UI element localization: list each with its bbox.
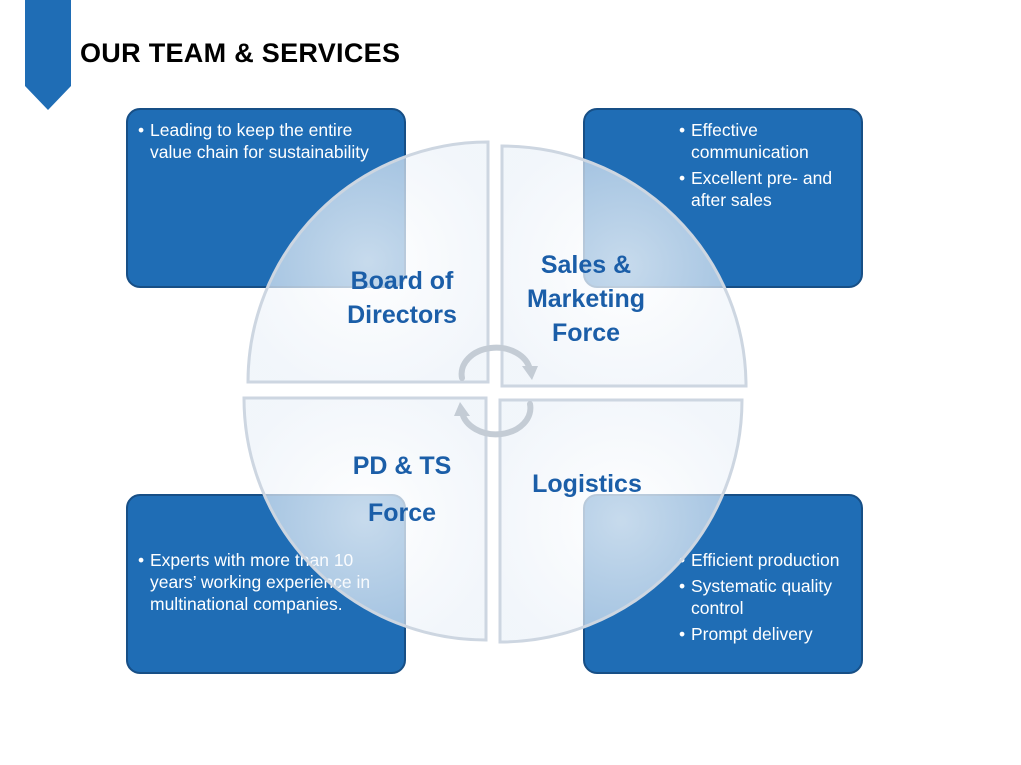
quadrant-logistics (498, 398, 744, 644)
sales-bullet-list: Effective communication Excellent pre- a… (679, 119, 859, 215)
label-line: Logistics (532, 470, 642, 498)
quadrant-label-logistics: Logistics (507, 467, 667, 501)
board-info-box: Leading to keep the entire value chain f… (126, 108, 406, 288)
bullet-item: Excellent pre- and after sales (679, 167, 859, 211)
pd-bullet-list: Experts with more than 10 years’ working… (138, 549, 388, 619)
board-bullet-list: Leading to keep the entire value chain f… (138, 119, 388, 167)
label-line: Force (551, 319, 621, 347)
bullet-item: Leading to keep the entire value chain f… (138, 119, 388, 163)
ribbon-bookmark-icon (25, 0, 71, 110)
bullet-item: Effective communication (679, 119, 859, 163)
label-line: Board of (350, 267, 454, 295)
label-line: PD & TS (352, 452, 452, 480)
quadrant-label-pd: PD & TS Force (327, 443, 477, 537)
quadrant-pd (242, 396, 488, 642)
label-line: Sales & (540, 251, 632, 279)
quadrant-label-sales: Sales & Marketing Force (506, 248, 666, 350)
quadrant-sales (500, 144, 748, 388)
logistics-bullet-list: Efficient production Systematic quality … (679, 549, 859, 649)
cycle-arrows-icon (458, 344, 534, 438)
bullet-item: Experts with more than 10 years’ working… (138, 549, 388, 615)
bullet-item: Systematic quality control (679, 575, 859, 619)
label-line: Force (367, 499, 437, 527)
label-line: Directors (347, 301, 457, 329)
label-line: Marketing (526, 285, 646, 313)
quadrant-label-board: Board of Directors (327, 264, 477, 332)
bullet-item: Prompt delivery (679, 623, 859, 645)
page-title: OUR TEAM & SERVICES (80, 38, 401, 68)
quadrant-board (246, 140, 490, 384)
